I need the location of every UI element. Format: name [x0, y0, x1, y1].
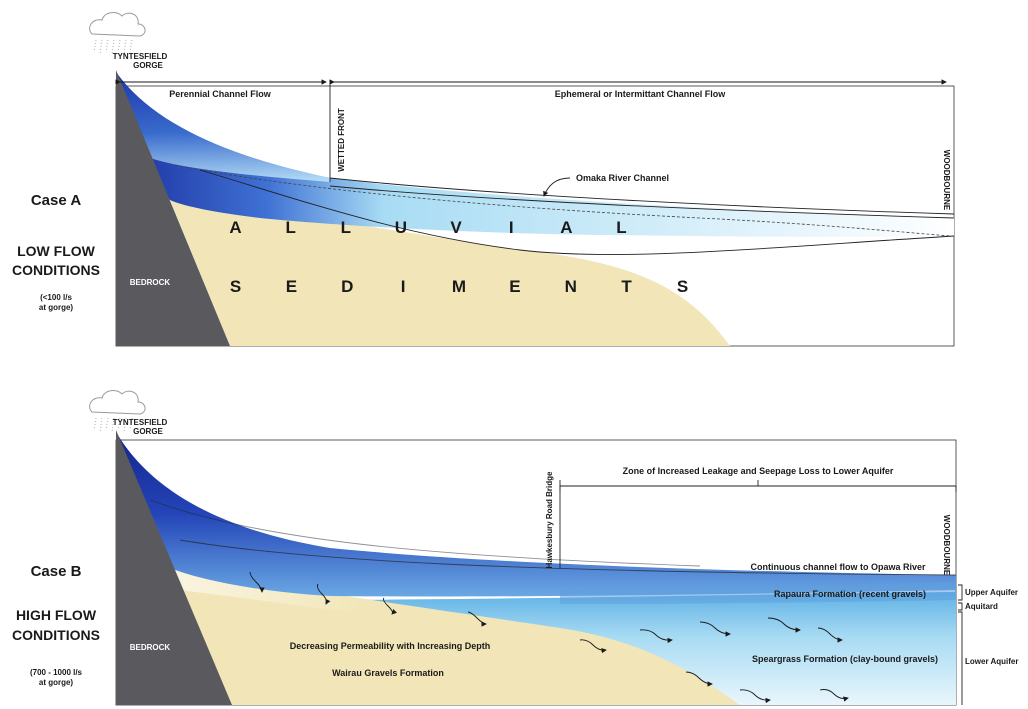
- continuous-flow-label: Continuous channel flow to Opawa River: [750, 562, 926, 572]
- panel-b-surface-water: [116, 432, 956, 597]
- letter: L: [616, 218, 627, 237]
- ephemeral-label: Ephemeral or Intermittant Channel Flow: [555, 89, 727, 99]
- letter: S: [230, 277, 242, 296]
- b-woodbourne-label: WOODBOURNE: [942, 515, 951, 576]
- lower-aquifer-bracket: [958, 611, 963, 705]
- rain-cloud-icon-b: [89, 390, 146, 433]
- rain-cloud-icon: [89, 12, 146, 55]
- letter: V: [450, 218, 462, 237]
- seepage-arrow-icon: [317, 583, 331, 605]
- rapaura-band: [560, 582, 956, 604]
- aquitard-bracket: [958, 602, 963, 611]
- b-gorge-label-1: TYNTESFIELD: [113, 418, 168, 427]
- panel-a-water: [116, 72, 954, 237]
- channel-pointer: [543, 177, 571, 197]
- a-gorge-label-1: TYNTESFIELD: [113, 52, 168, 61]
- panel-b-flow-line-2: [149, 499, 701, 567]
- panel-a-sediment: [170, 200, 730, 346]
- wairau-label: Wairau Gravels Formation: [332, 668, 444, 678]
- panel-b-bedrock: [116, 430, 232, 705]
- seepage-arrow-icon: [579, 639, 607, 654]
- permeability-label: Decreasing Permeability with Increasing …: [290, 641, 491, 651]
- seepage-arrow-icon: [685, 671, 713, 687]
- a-woodbourne-label: WOODBOURNE: [942, 150, 951, 211]
- letter: I: [401, 277, 407, 296]
- letter: D: [341, 277, 354, 296]
- letter: E: [286, 277, 298, 296]
- a-flow-note-2: at gorge): [39, 303, 74, 312]
- letter: I: [509, 218, 515, 237]
- panel-a-bedrock: [116, 70, 230, 346]
- letter: A: [229, 218, 242, 237]
- b-condition-line2: CONDITIONS: [12, 627, 100, 643]
- panel-a-channel-top: [329, 177, 955, 215]
- b-flow-note-2: at gorge): [39, 678, 74, 687]
- case-a-label: Case A: [31, 192, 81, 209]
- speargrass-label: Speargrass Formation (clay-bound gravels…: [752, 654, 938, 664]
- seepage-arrow-icon: [639, 629, 673, 644]
- panel-b-flow-line-1: [179, 539, 957, 576]
- b-flow-note-1: (700 - 1000 l/s: [30, 668, 83, 677]
- case-b-label: Case B: [31, 563, 82, 580]
- panel-a-dark-water: [116, 72, 330, 182]
- seepage-arrow-icon: [817, 627, 843, 643]
- a-condition-line2: CONDITIONS: [12, 262, 100, 278]
- seepage-arrow-icon: [249, 571, 265, 593]
- b-condition-line1: HIGH FLOW: [16, 607, 97, 623]
- channel-label: Omaka River Channel: [576, 173, 669, 183]
- upper-aquifer-bracket: [958, 584, 963, 601]
- panel-a-dashed-line: [174, 164, 951, 237]
- seepage-arrow-icon: [767, 617, 801, 633]
- seepage-arrow-icon: [467, 611, 487, 627]
- a-flow-note-1: (<100 l/s: [40, 293, 72, 302]
- seepage-arrow-icon: [819, 689, 849, 702]
- letter: E: [509, 277, 521, 296]
- panel-case-b: TYNTESFIELD GORGE Hawkesbury Road Bridge…: [12, 390, 1018, 706]
- seepage-arrow-icon: [699, 621, 731, 637]
- letter: T: [621, 277, 632, 296]
- letter: N: [565, 277, 578, 296]
- panel-a-wetting-curve: [199, 169, 955, 256]
- seepage-arrow-icon: [383, 597, 398, 615]
- b-bedrock-label: BEDROCK: [130, 643, 171, 652]
- aquitard-label: Aquitard: [965, 602, 998, 611]
- letter: A: [560, 218, 573, 237]
- a-bedrock-label: BEDROCK: [130, 278, 171, 287]
- letter: S: [677, 277, 689, 296]
- a-gorge-label-2: GORGE: [133, 61, 163, 70]
- letter: L: [341, 218, 352, 237]
- a-condition-line1: LOW FLOW: [17, 243, 96, 259]
- bridge-label: Hawkesbury Road Bridge: [545, 471, 554, 568]
- letter: L: [285, 218, 296, 237]
- lower-aquifer-label: Lower Aquifer: [965, 657, 1018, 666]
- rapaura-label: Rapaura Formation (recent gravels): [774, 589, 926, 599]
- letter: M: [452, 277, 467, 296]
- upper-aquifer-label: Upper Aquifer: [965, 588, 1018, 597]
- seepage-arrows: [249, 571, 849, 704]
- panel-a-channel-bottom: [329, 185, 955, 219]
- perennial-label: Perennial Channel Flow: [169, 89, 272, 99]
- zone-label: Zone of Increased Leakage and Seepage Lo…: [623, 466, 894, 476]
- letter: U: [395, 218, 408, 237]
- seepage-arrow-icon: [739, 689, 771, 704]
- panel-case-a: TYNTESFIELD GORGE Perennial Channel Flow…: [12, 12, 955, 347]
- wetted-front-label: WETTED FRONT: [337, 108, 346, 172]
- b-gorge-label-2: GORGE: [133, 427, 163, 436]
